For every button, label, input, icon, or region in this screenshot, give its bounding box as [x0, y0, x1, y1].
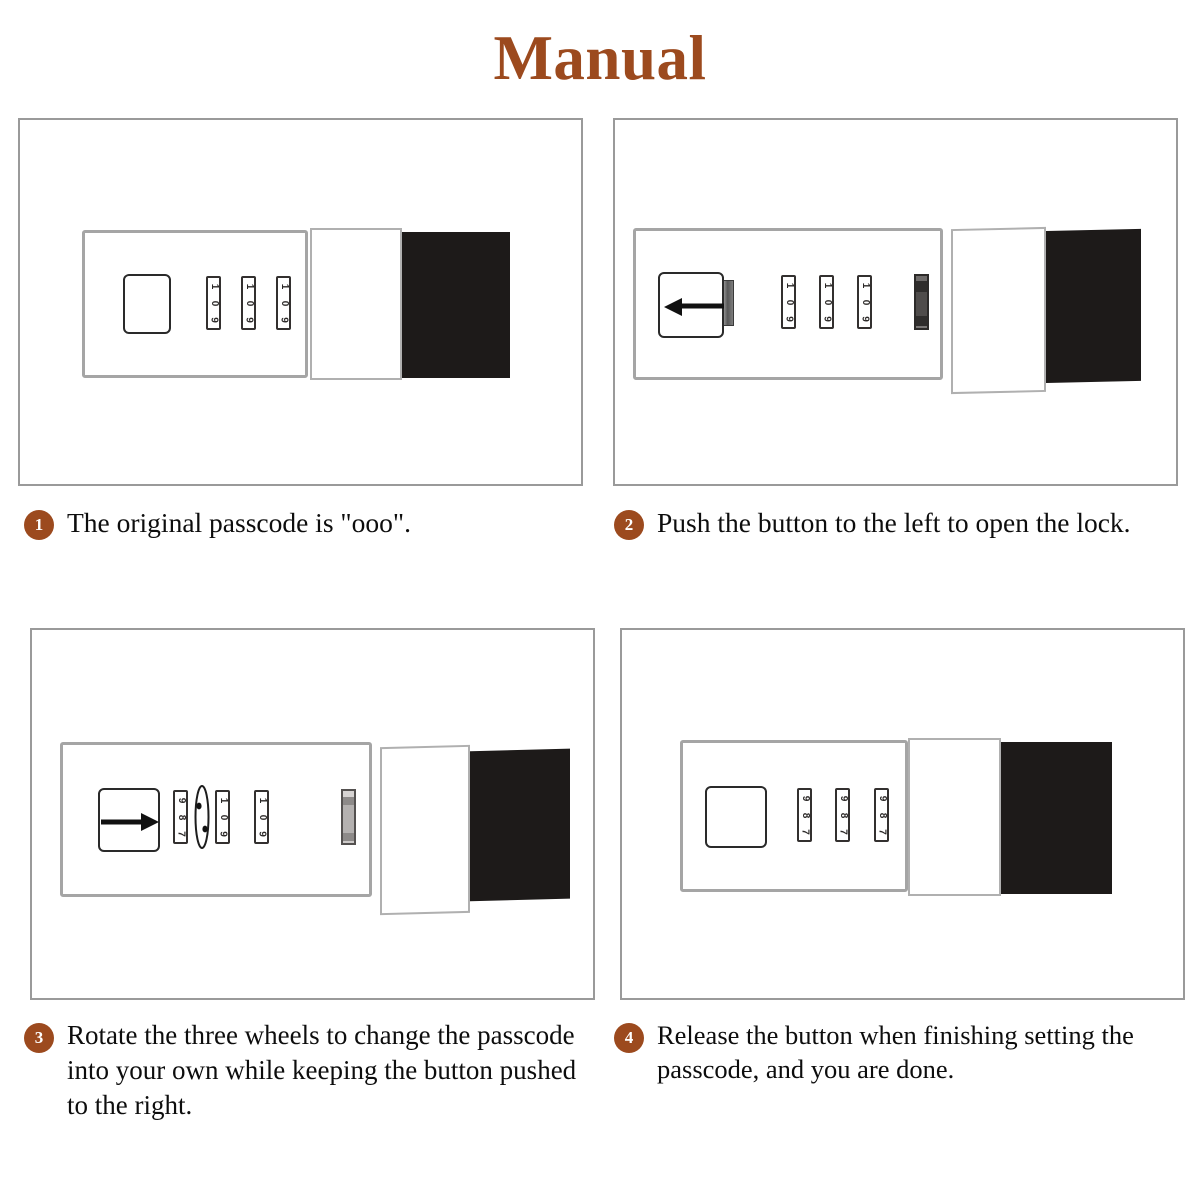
- step-caption-4: 4 Release the button when finishing sett…: [614, 1018, 1194, 1087]
- wheel-digit: 0: [783, 297, 794, 308]
- wheel-digit: 7: [837, 829, 849, 835]
- combination-wheel-3-3[interactable]: 1 0 9: [254, 790, 269, 844]
- wheel-digit: 9: [821, 316, 833, 322]
- step-badge-3: 3: [24, 1023, 54, 1053]
- wheel-digit: 9: [256, 831, 268, 837]
- step-caption-3: 3 Rotate the three wheels to change the …: [24, 1018, 594, 1123]
- lock-indicator-wheel-3: [341, 789, 356, 845]
- combination-wheel-4-2[interactable]: 9 8 7: [835, 788, 850, 842]
- combination-wheel-1-2[interactable]: 1 0 9: [241, 276, 256, 330]
- wheel-digit: 1: [256, 795, 267, 806]
- black-block-3: [465, 748, 570, 902]
- wheel-digit: 1: [783, 280, 794, 291]
- wheel-digit: 8: [175, 812, 186, 823]
- combination-wheel-3-2[interactable]: 1 0 9: [215, 790, 230, 844]
- combination-wheel-2-3[interactable]: 1 0 9: [857, 275, 872, 329]
- wheel-digit: 9: [175, 795, 186, 806]
- wheel-digit: 9: [876, 793, 887, 804]
- arrow-right-icon: [101, 813, 159, 831]
- wheel-digit: 0: [821, 297, 832, 308]
- wheel-digit: 9: [799, 793, 810, 804]
- lock-push-button-3[interactable]: [98, 788, 160, 852]
- wheel-digit: 9: [837, 793, 848, 804]
- combination-wheel-1-3[interactable]: 1 0 9: [276, 276, 291, 330]
- wheel-digit: 1: [243, 281, 254, 292]
- wheel-digit: 1: [278, 281, 289, 292]
- combination-wheel-2-1[interactable]: 1 0 9: [781, 275, 796, 329]
- wheel-digit: 0: [208, 298, 219, 309]
- rotation-marker-icon: [194, 785, 210, 849]
- wheel-digit: 9: [208, 317, 220, 323]
- lock-push-button-1[interactable]: [123, 274, 171, 334]
- combination-wheel-2-2[interactable]: 1 0 9: [819, 275, 834, 329]
- wheel-digit: 8: [837, 810, 848, 821]
- wheel-digit: 9: [783, 316, 795, 322]
- step-text-2: Push the button to the left to open the …: [657, 507, 1131, 538]
- wheel-digit: 1: [821, 280, 832, 291]
- wheel-digit: 8: [799, 810, 810, 821]
- wheel-digit: 0: [278, 298, 289, 309]
- step-badge-4: 4: [614, 1023, 644, 1053]
- lock-body-4: [680, 740, 908, 892]
- wheel-digit: 9: [243, 317, 255, 323]
- step-cell-2: 1 0 9 1 0 9 1 0 9: [613, 118, 1178, 486]
- illustration-panel-2: 1 0 9 1 0 9 1 0 9: [613, 118, 1178, 486]
- arrow-left-icon: [664, 298, 724, 316]
- wheel-digit: 0: [243, 298, 254, 309]
- wheel-digit: 7: [876, 829, 888, 835]
- lock-push-button-4[interactable]: [705, 786, 767, 848]
- lock-slider-2: [951, 226, 1046, 395]
- wheel-digit: 1: [217, 795, 228, 806]
- lock-slider-1: [310, 228, 402, 380]
- combination-wheel-4-1[interactable]: 9 8 7: [797, 788, 812, 842]
- wheel-digit: 8: [876, 810, 887, 821]
- lock-slider-4: [908, 738, 1001, 896]
- black-block-4: [998, 742, 1112, 894]
- step-text-1: The original passcode is "ooo".: [67, 507, 411, 538]
- step-cell-3: 9 8 7 1 0 9 1: [30, 628, 595, 1000]
- combination-wheel-4-3[interactable]: 9 8 7: [874, 788, 889, 842]
- wheel-digit: 9: [278, 317, 290, 323]
- step-badge-1: 1: [24, 510, 54, 540]
- illustration-panel-4: 9 8 7 9 8 7 9 8 7: [620, 628, 1185, 1000]
- black-block-2: [1041, 228, 1141, 384]
- combination-wheel-1-1[interactable]: 1 0 9: [206, 276, 221, 330]
- step-text-3: Rotate the three wheels to change the pa…: [67, 1020, 577, 1121]
- wheel-digit: 1: [208, 281, 219, 292]
- step-cell-1: 1 0 9 1 0 9 1 0 9: [18, 118, 583, 486]
- wheel-digit: 7: [175, 831, 187, 837]
- black-block-1: [398, 232, 510, 378]
- step-text-4: Release the button when finishing settin…: [657, 1020, 1134, 1085]
- lock-indicator-wheel-2: [914, 274, 929, 330]
- wheel-digit: 9: [217, 831, 229, 837]
- lock-body-1: [82, 230, 308, 378]
- wheel-digit: 0: [859, 297, 870, 308]
- button-tab-2: [723, 280, 734, 326]
- illustration-panel-1: 1 0 9 1 0 9 1 0 9: [18, 118, 583, 486]
- step-caption-2: 2 Push the button to the left to open th…: [614, 505, 1180, 541]
- step-cell-4: 9 8 7 9 8 7 9 8 7: [620, 628, 1185, 1000]
- combination-wheel-3-1[interactable]: 9 8 7: [173, 790, 188, 844]
- lock-slider-3: [380, 744, 470, 916]
- illustration-panel-3: 9 8 7 1 0 9 1: [30, 628, 595, 1000]
- step-badge-2: 2: [614, 510, 644, 540]
- wheel-digit: 1: [859, 280, 870, 291]
- page-title: Manual: [493, 23, 707, 93]
- lock-push-button-2[interactable]: [658, 272, 724, 338]
- wheel-digit: 0: [256, 812, 267, 823]
- wheel-digit: 9: [859, 316, 871, 322]
- wheel-digit: 0: [217, 812, 228, 823]
- wheel-digit: 7: [799, 829, 811, 835]
- step-caption-1: 1 The original passcode is "ooo".: [24, 505, 590, 541]
